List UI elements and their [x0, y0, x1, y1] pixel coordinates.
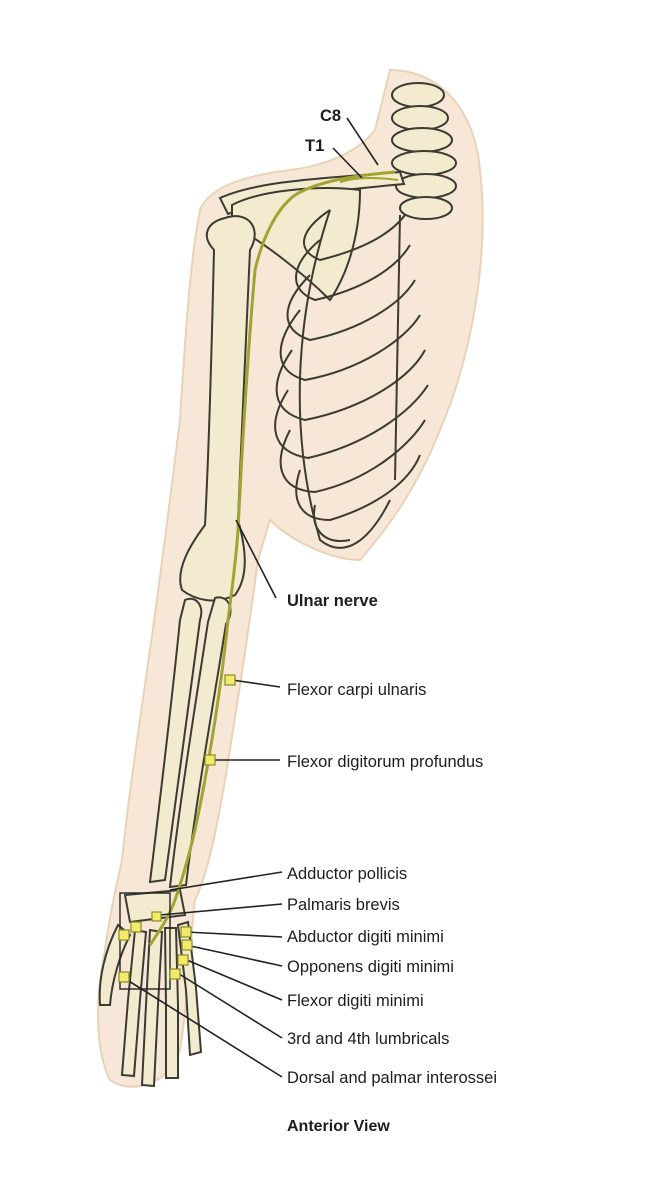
- marker-flexor-digiti-minimi: [177, 954, 189, 966]
- marker-flexor-carpi-ulnaris: [224, 674, 236, 686]
- muscle-label-palmaris-brevis: Palmaris brevis: [287, 896, 400, 914]
- marker-adductor-pollicis-1: [118, 929, 130, 941]
- radius: [148, 597, 203, 884]
- marker-abductor-digiti-minimi: [180, 926, 192, 938]
- muscle-label-abductor-digiti-minimi: Abductor digiti minimi: [287, 928, 444, 946]
- marker-flexor-digitorum-profundus: [204, 754, 216, 766]
- ulnar-nerve-path: [148, 170, 396, 946]
- marker-interossei: [118, 971, 130, 983]
- palm-highlight-box: [119, 892, 171, 990]
- cervical-vertebrae: [391, 82, 457, 220]
- marker-opponens-digiti-minimi: [181, 939, 193, 951]
- leader-lines: [123, 117, 379, 1078]
- rib-cage: [274, 209, 429, 549]
- marker-lumbricals: [169, 968, 181, 980]
- muscle-label-adductor-pollicis: Adductor pollicis: [287, 865, 408, 883]
- root-label-c8: C8: [320, 107, 342, 125]
- nerve-root-c8: [339, 177, 399, 183]
- muscle-label-lumbricals: 3rd and 4th lumbricals: [287, 1030, 450, 1048]
- muscle-label-flexor-digiti-minimi: Flexor digiti minimi: [287, 992, 424, 1010]
- hand-bones: [98, 888, 203, 1088]
- marker-palmaris-brevis: [151, 911, 162, 922]
- root-label-t1: T1: [305, 137, 325, 155]
- humerus: [179, 215, 256, 602]
- muscle-label-opponens-digiti-minimi: Opponens digiti minimi: [287, 958, 454, 976]
- muscle-label-interossei: Dorsal and palmar interossei: [287, 1069, 498, 1087]
- marker-adductor-pollicis-2: [130, 921, 142, 933]
- muscle-label-flexor-carpi-ulnaris: Flexor carpi ulnaris: [287, 681, 427, 699]
- nerve-name-label: Ulnar nerve: [287, 592, 378, 610]
- view-caption: Anterior View: [287, 1118, 390, 1135]
- muscle-markers: [118, 674, 236, 983]
- muscle-label-flexor-digitorum-profundus: Flexor digitorum profundus: [287, 753, 484, 771]
